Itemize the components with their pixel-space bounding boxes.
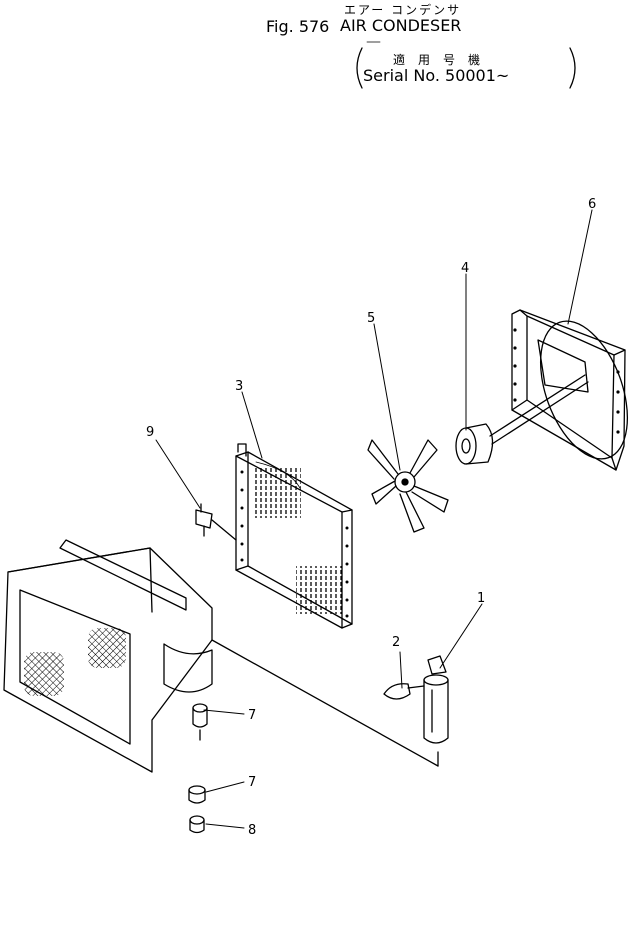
mount-collar (189, 815, 205, 834)
callout-5: 5 (367, 311, 375, 326)
applicability-label: 適用号機 (393, 53, 494, 67)
expansion-valve (383, 683, 425, 700)
receiver-drier (423, 655, 449, 744)
pressure-switch (195, 503, 237, 541)
shroud-holes (513, 328, 620, 434)
leader-lines (155, 209, 593, 829)
callout-1: 1 (477, 591, 485, 606)
callout-3: 3 (235, 379, 243, 394)
callout-9: 9 (146, 425, 154, 440)
callout-6: 6 (588, 197, 596, 212)
callout-7-lower: 7 (248, 775, 256, 790)
cover-housing (3, 539, 439, 773)
callout-7-upper: 7 (248, 708, 256, 723)
serial-range: Serial No. 50001~ (363, 66, 510, 85)
rubber-mount-lower (188, 785, 206, 804)
diagram-title: AIR CONDESER (340, 16, 462, 35)
left-bracket (356, 47, 363, 89)
right-bracket (569, 47, 576, 89)
callout-4: 4 (461, 261, 469, 276)
cover-mesh-lower (24, 652, 64, 696)
figure-number: Fig. 576 (266, 17, 330, 36)
cover-mesh-upper (88, 628, 126, 668)
condenser-holes (240, 470, 349, 618)
callout-8: 8 (248, 823, 256, 838)
callout-2: 2 (392, 635, 400, 650)
fan-shroud (511, 309, 629, 471)
condenser-fins-bottom (296, 566, 342, 614)
condenser-fins-top (255, 468, 301, 518)
japanese-title: エアー コンデンサ (344, 3, 462, 17)
rubber-mount-upper (192, 703, 208, 741)
fan-blade (367, 439, 449, 533)
